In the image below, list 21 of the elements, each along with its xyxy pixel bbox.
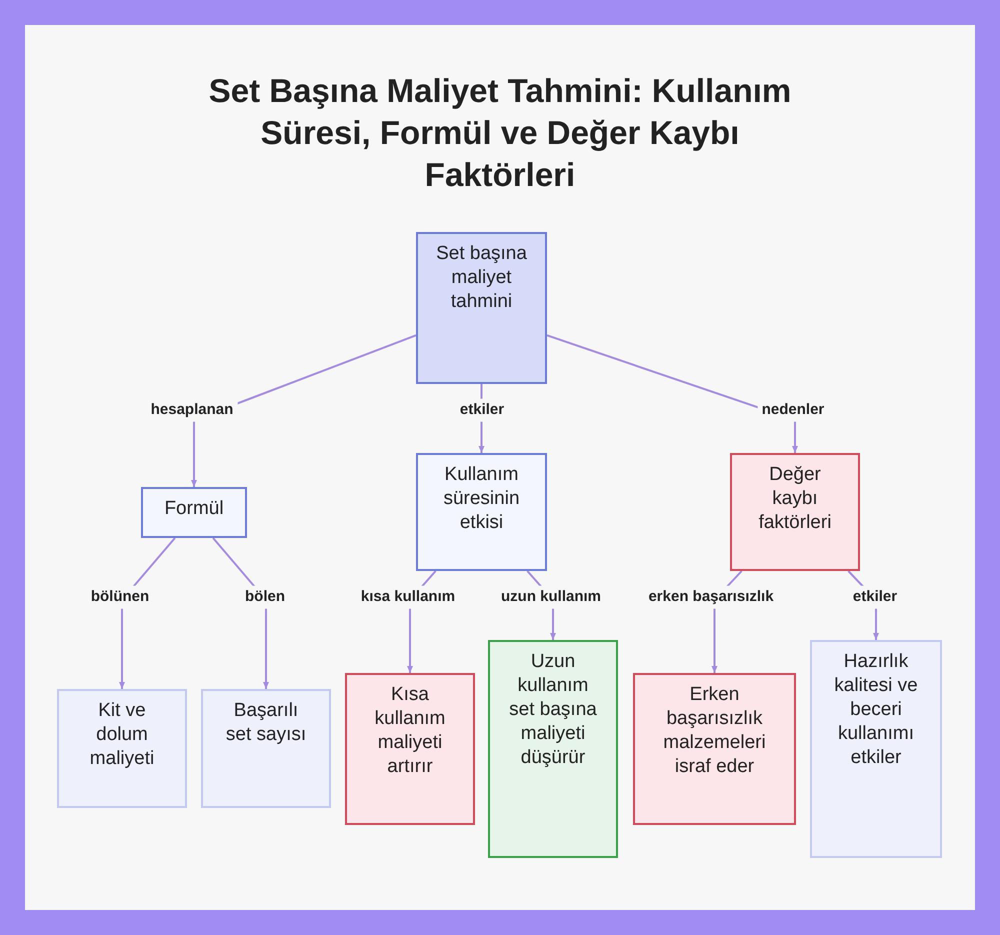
concept-box <box>633 673 796 825</box>
node-text: Başarılı set sayısı <box>224 699 308 747</box>
concept-box <box>730 453 860 571</box>
node-text: Erken başarısızlık malzemeleri israf eder <box>662 683 767 779</box>
node-text: Formül <box>164 497 224 521</box>
concept-box <box>416 453 547 571</box>
node-text: Uzun kullanım set başına maliyeti düşürür <box>508 650 598 770</box>
concept-box <box>57 689 187 808</box>
node-text: Set başına maliyet tahmini <box>435 242 528 314</box>
concept-box <box>810 640 942 858</box>
node-text: Kit ve dolum maliyeti <box>88 699 156 771</box>
node-text: Değer kaybı faktörleri <box>758 463 832 535</box>
node-text: Kullanım süresinin etkisi <box>442 463 521 535</box>
node-text: Kısa kullanım maliyeti artırır <box>374 683 446 779</box>
concept-box <box>141 487 247 538</box>
concept-box <box>345 673 475 825</box>
concept-box <box>416 232 547 384</box>
node-text: Hazırlık kalitesi ve beceri kullanımı etkiler <box>833 650 919 770</box>
diagram-title: Set Başına Maliyet Tahmini: Kullanım Süresi, Formül ve Değer Kaybı Faktörleri <box>208 71 792 195</box>
concept-box <box>488 640 618 858</box>
concept-box <box>201 689 331 808</box>
